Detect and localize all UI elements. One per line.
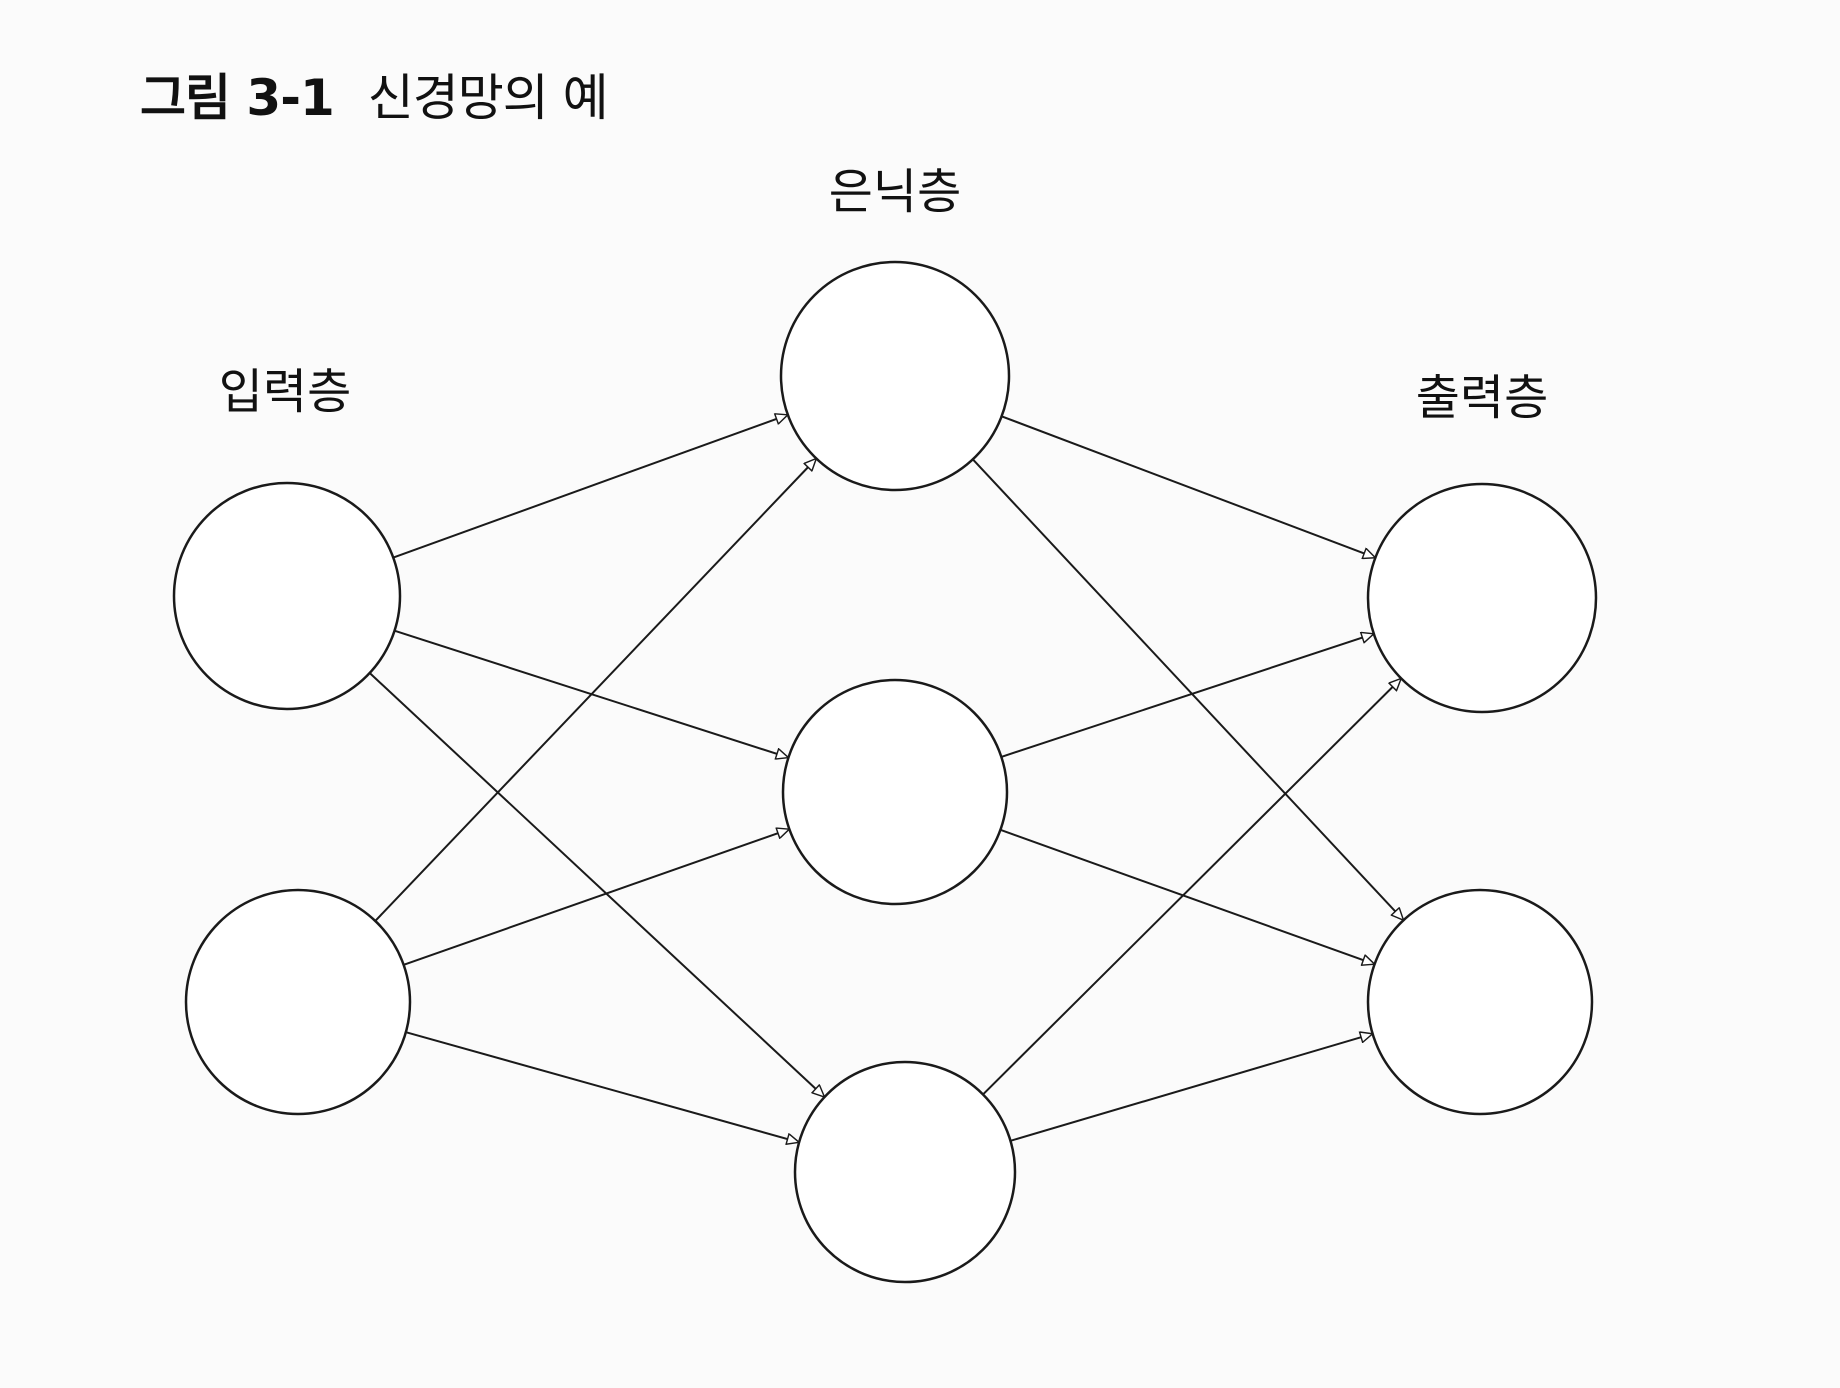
figure-title: 그림 3-1 신경망의 예 bbox=[140, 58, 609, 130]
connection-hidden-2-to-output-2 bbox=[1000, 828, 1374, 964]
connection-hidden-1-to-output-2 bbox=[972, 458, 1404, 920]
output-layer-label: 출력층 bbox=[1415, 370, 1549, 426]
hidden-neuron-2 bbox=[781, 678, 1009, 906]
output-neuron-2 bbox=[1366, 888, 1594, 1116]
connections bbox=[369, 415, 1404, 1143]
hidden-neuron-1 bbox=[779, 260, 1011, 492]
input-neuron-2 bbox=[184, 888, 412, 1116]
connection-input-2-to-hidden-1 bbox=[374, 459, 816, 922]
connection-hidden-1-to-output-1 bbox=[1001, 415, 1376, 557]
output-neuron-1 bbox=[1366, 482, 1598, 714]
hidden-neuron-3 bbox=[793, 1060, 1017, 1284]
connection-input-2-to-hidden-3 bbox=[405, 1031, 799, 1142]
connection-hidden-3-to-output-1 bbox=[982, 678, 1401, 1096]
connection-hidden-3-to-output-2 bbox=[1010, 1034, 1373, 1142]
hidden-layer-label: 은닉층 bbox=[828, 164, 962, 220]
connection-input-1-to-hidden-1 bbox=[392, 415, 788, 559]
figure-label: 그림 3-1 bbox=[140, 69, 335, 127]
neurons bbox=[172, 260, 1598, 1284]
figure-caption: 신경망의 예 bbox=[367, 69, 609, 127]
input-layer-label: 입력층 bbox=[218, 364, 352, 420]
input-neuron-1 bbox=[172, 481, 402, 711]
connection-hidden-2-to-output-1 bbox=[1000, 634, 1374, 758]
connection-input-1-to-hidden-3 bbox=[369, 672, 825, 1097]
connection-input-2-to-hidden-2 bbox=[403, 829, 790, 966]
